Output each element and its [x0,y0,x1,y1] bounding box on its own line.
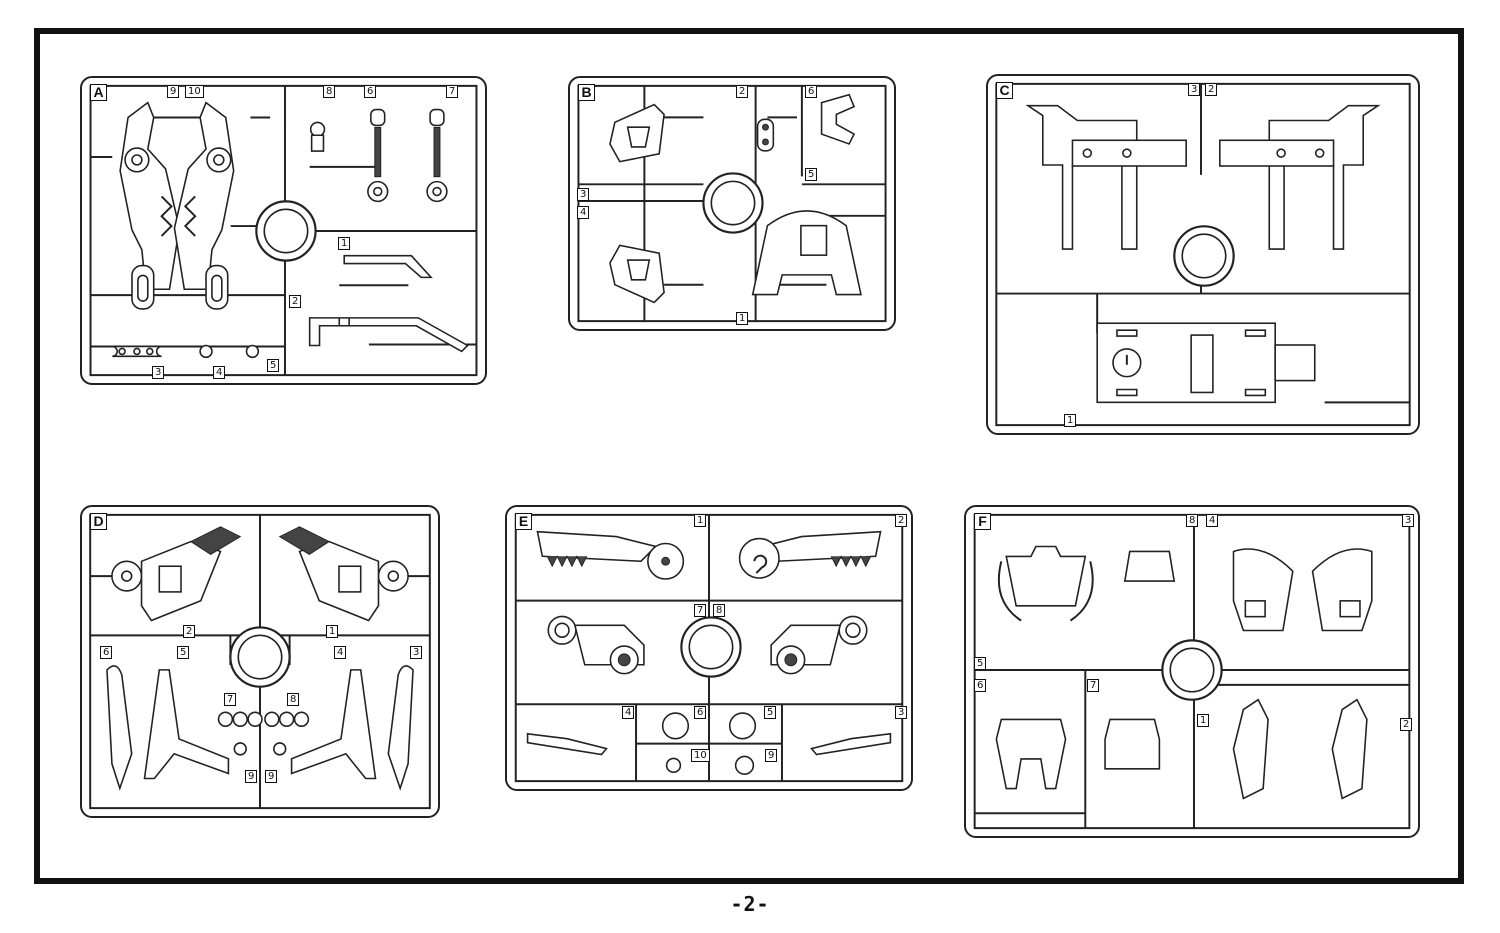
part-number-tag: 3 [152,366,165,379]
runner-d-letter: D [90,513,107,530]
part-number-tag: 8 [287,693,300,706]
part-number-tag: 2 [289,295,302,308]
part-number-tag: 10 [691,749,710,762]
part-number-tag: 3 [577,188,590,201]
part-number-tag: 7 [1087,679,1100,692]
runner-a-letter: A [90,84,107,101]
part-number-tag: 2 [736,85,749,98]
part-number-tag: 8 [323,85,336,98]
part-number-tag: 6 [100,646,113,659]
part-number-tag: 3 [895,706,908,719]
runner-e: E 1 2 7 8 4 6 5 3 10 9 [505,505,913,791]
part-number-tag: 2 [1205,83,1218,96]
runner-b-parts [577,84,887,323]
part-number-tag: 9 [265,770,278,783]
runner-f-letter: F [974,513,991,530]
part-number-tag: 5 [805,168,818,181]
part-number-tag: 7 [446,85,459,98]
part-number-tag: 3 [410,646,423,659]
runner-c-letter: C [996,82,1013,99]
part-number-tag: 6 [364,85,377,98]
part-number-tag: 8 [713,604,726,617]
runner-f: F 8 4 3 5 6 7 1 2 [964,505,1420,838]
part-number-tag: 3 [1402,514,1415,527]
part-number-tag: 1 [1064,414,1077,427]
runner-a-parts [89,84,478,377]
part-number-tag: 4 [334,646,347,659]
part-number-tag: 10 [185,85,204,98]
part-number-tag: 6 [694,706,707,719]
part-number-tag: 5 [974,657,987,670]
part-number-tag: 2 [183,625,196,638]
page-number: -2- [730,892,770,916]
part-number-tag: 6 [974,679,987,692]
part-number-tag: 5 [764,706,777,719]
part-number-tag: 6 [805,85,818,98]
part-number-tag: 4 [1206,514,1219,527]
part-number-tag: 1 [326,625,339,638]
part-number-tag: 9 [245,770,258,783]
part-number-tag: 1 [338,237,351,250]
part-number-tag: 9 [167,85,180,98]
part-number-tag: 1 [736,312,749,325]
runner-f-parts [973,513,1411,830]
part-number-tag: 9 [765,749,778,762]
runner-d-parts [89,513,431,810]
runner-c: C 3 2 1 [986,74,1420,435]
part-number-tag: 8 [1186,514,1199,527]
runner-e-parts [514,513,904,783]
runner-d: D 2 1 6 5 4 3 7 8 9 9 [80,505,440,818]
part-number-tag: 3 [1188,83,1201,96]
runner-c-parts [995,82,1411,427]
part-number-tag: 5 [267,359,280,372]
part-number-tag: 4 [622,706,635,719]
part-number-tag: 7 [694,604,707,617]
part-number-tag: 7 [224,693,237,706]
part-number-tag: 1 [694,514,707,527]
part-number-tag: 2 [895,514,908,527]
runner-e-letter: E [515,513,532,530]
part-number-tag: 1 [1197,714,1210,727]
part-number-tag: 5 [177,646,190,659]
runner-b-letter: B [578,84,595,101]
part-number-tag: 4 [213,366,226,379]
part-number-tag: 4 [577,206,590,219]
part-number-tag: 2 [1400,718,1413,731]
runner-a: A 9 10 8 6 7 1 2 3 4 5 [80,76,487,385]
runner-b: B 2 6 3 4 5 1 [568,76,896,331]
